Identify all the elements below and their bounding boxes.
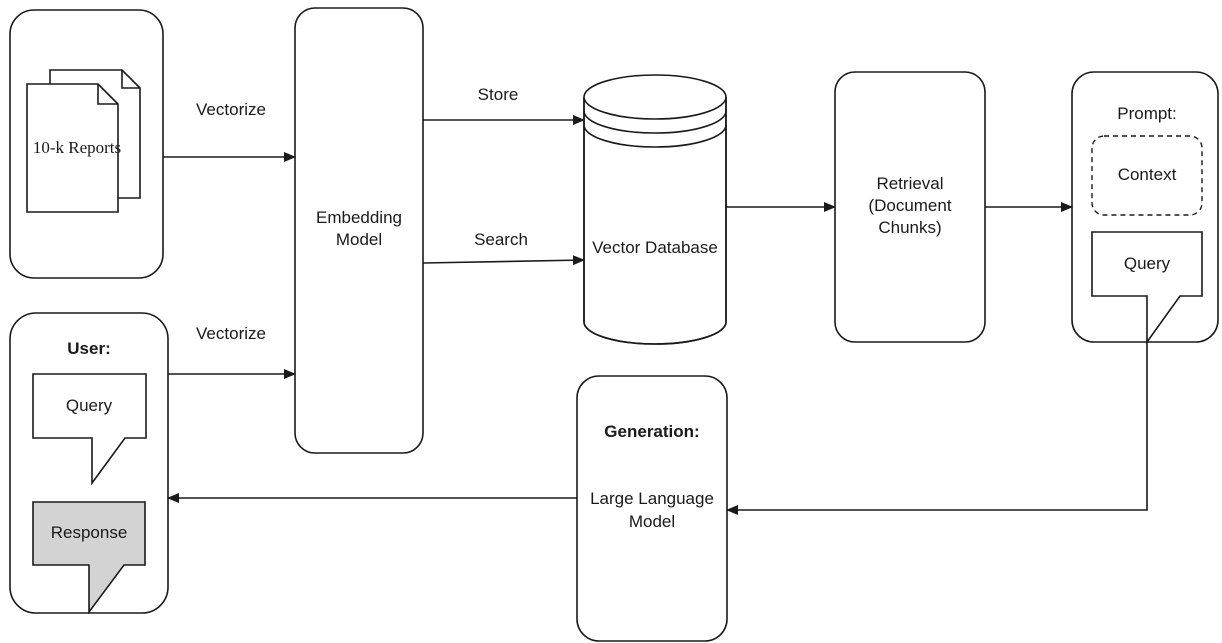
vector-database-node: Vector Database — [583, 74, 727, 345]
arrows — [163, 115, 1148, 515]
cylinder-ring-1 — [583, 110, 727, 134]
arrow-prompt-to-generation — [726, 342, 1148, 515]
prompt-container: Prompt: Context Query — [1071, 71, 1219, 345]
documents-container: 10-k Reports — [9, 9, 164, 279]
embedding-model-box — [294, 7, 424, 454]
user-query-label: Query — [66, 396, 113, 415]
embedding-model-line1: Embedding — [316, 208, 402, 227]
document-stack-icon — [26, 69, 141, 213]
generation-node: Generation: Large Language Model — [576, 375, 728, 642]
generation-line2: Model — [629, 512, 675, 531]
generation-box — [576, 375, 728, 642]
documents-label: 10-k Reports — [33, 138, 121, 157]
cylinder-top — [583, 74, 727, 120]
user-query-bubble — [32, 373, 147, 486]
retrieval-node: Retrieval (Document Chunks) — [834, 71, 986, 343]
retrieval-line2: (Document — [868, 196, 951, 215]
search-label: Search — [474, 230, 528, 249]
edge-labels: Vectorize Vectorize Store Search — [196, 85, 528, 343]
user-response-label: Response — [51, 523, 128, 542]
prompt-title: Prompt: — [1117, 104, 1177, 123]
embedding-model-node: Embedding Model — [294, 7, 424, 454]
retrieval-line3: Chunks) — [878, 218, 941, 237]
user-response-bubble — [32, 501, 146, 615]
generation-line1: Large Language — [590, 489, 714, 508]
prompt-context-box — [1091, 135, 1203, 216]
vector-database-label: Vector Database — [592, 238, 718, 257]
user-title: User: — [67, 339, 110, 358]
store-label: Store — [478, 85, 519, 104]
generation-title: Generation: — [604, 422, 699, 441]
embedding-model-line2: Model — [336, 230, 382, 249]
vectorize-top-label: Vectorize — [196, 100, 266, 119]
prompt-query-bubble — [1091, 231, 1203, 345]
prompt-query-label: Query — [1124, 254, 1171, 273]
vectorize-bottom-label: Vectorize — [196, 324, 266, 343]
retrieval-line1: Retrieval — [876, 174, 943, 193]
cylinder-ring-2 — [583, 124, 727, 148]
prompt-context-label: Context — [1118, 165, 1177, 184]
user-container: User: Query Response — [9, 312, 169, 615]
arrow-search — [422, 255, 585, 266]
cylinder-body — [583, 97, 727, 345]
document-front-icon — [26, 83, 119, 213]
